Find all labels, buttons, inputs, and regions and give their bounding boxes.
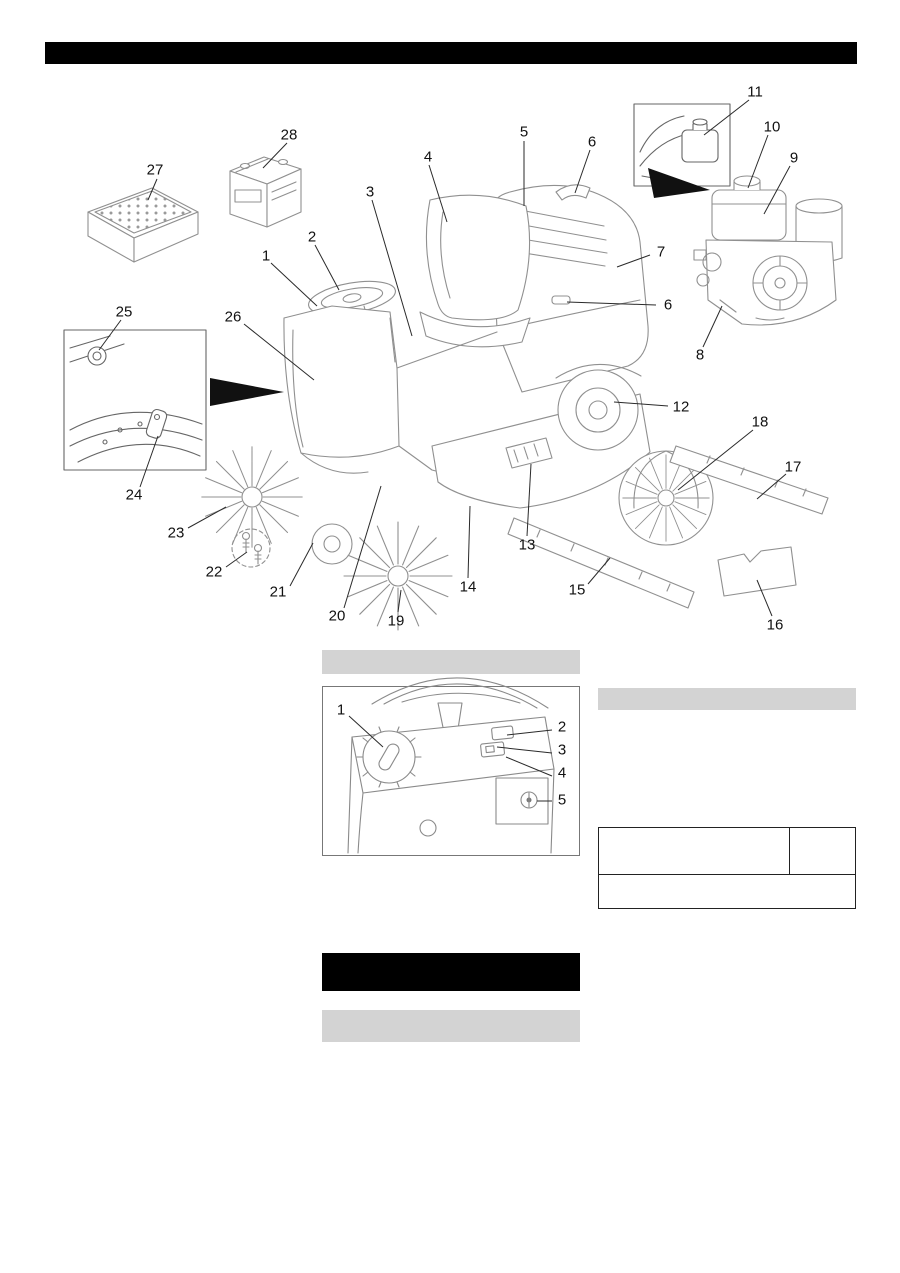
panel-callout-4: 4 bbox=[557, 764, 567, 782]
mid-deck bbox=[300, 331, 541, 482]
table-cell bbox=[599, 828, 790, 874]
engine-hood bbox=[491, 184, 649, 393]
panel-callout-3: 3 bbox=[557, 741, 567, 759]
callout-1: 1 bbox=[261, 247, 271, 265]
table-row bbox=[599, 875, 855, 908]
callout-19: 19 bbox=[387, 612, 405, 630]
lower-gray-bar bbox=[322, 1010, 580, 1042]
callout-27: 27 bbox=[146, 161, 164, 179]
sealing-strip-upper bbox=[669, 445, 829, 515]
callout-26: 26 bbox=[224, 308, 242, 326]
callout-2: 2 bbox=[307, 228, 317, 246]
side-skirt bbox=[431, 393, 651, 509]
table-cell bbox=[790, 828, 855, 874]
info-table bbox=[598, 827, 856, 909]
engine bbox=[693, 175, 843, 326]
panel-callout-1: 1 bbox=[336, 701, 346, 719]
battery bbox=[229, 156, 302, 228]
callout-4: 4 bbox=[423, 148, 433, 166]
callout-17: 17 bbox=[784, 458, 802, 476]
seal-piece bbox=[717, 546, 797, 597]
panel-callout-5: 5 bbox=[557, 791, 567, 809]
callout-10: 10 bbox=[763, 118, 781, 136]
side-brush-left bbox=[201, 446, 303, 548]
callout-5: 5 bbox=[519, 123, 529, 141]
top-title-bar bbox=[45, 42, 857, 64]
mid-black-bar bbox=[322, 953, 580, 991]
inset-arrow bbox=[648, 168, 710, 198]
panel-callout-2: 2 bbox=[557, 718, 567, 736]
front-hopper bbox=[283, 305, 400, 458]
callout-13: 13 bbox=[518, 536, 536, 554]
callout-3: 3 bbox=[365, 183, 375, 201]
callout-12: 12 bbox=[672, 398, 690, 416]
callout-24: 24 bbox=[125, 486, 143, 504]
callout-6-top: 6 bbox=[587, 133, 597, 151]
sweeper-drawing bbox=[63, 103, 843, 631]
callout-22: 22 bbox=[205, 563, 223, 581]
front-wheel bbox=[311, 523, 353, 565]
hopper-detail-inset bbox=[63, 329, 284, 471]
callout-18: 18 bbox=[751, 413, 769, 431]
fuel-tank-inset bbox=[633, 103, 731, 198]
sealing-strip-lower bbox=[507, 517, 695, 609]
control-panel-frame bbox=[322, 686, 580, 856]
roller-brush bbox=[618, 450, 714, 546]
callout-20: 20 bbox=[328, 607, 346, 625]
callout-15: 15 bbox=[568, 581, 586, 599]
callout-14: 14 bbox=[459, 578, 477, 596]
table-row bbox=[599, 828, 855, 875]
air-filter bbox=[87, 187, 199, 263]
seat bbox=[419, 194, 531, 348]
inset-arrow bbox=[210, 378, 284, 406]
callout-11: 11 bbox=[747, 83, 763, 101]
section-bar-operating-elements bbox=[322, 650, 580, 674]
callout-16: 16 bbox=[766, 616, 784, 634]
callout-21: 21 bbox=[269, 583, 287, 601]
steering-wheel bbox=[308, 280, 396, 347]
callout-8: 8 bbox=[695, 346, 705, 364]
callout-23: 23 bbox=[167, 524, 185, 542]
callout-28: 28 bbox=[280, 126, 298, 144]
section-bar-right bbox=[598, 688, 856, 710]
callout-25: 25 bbox=[115, 303, 133, 321]
callout-7: 7 bbox=[656, 243, 666, 261]
callout-6-side: 6 bbox=[663, 296, 673, 314]
rear-wheel bbox=[555, 363, 642, 451]
screws bbox=[231, 528, 271, 568]
callout-9: 9 bbox=[789, 149, 799, 167]
